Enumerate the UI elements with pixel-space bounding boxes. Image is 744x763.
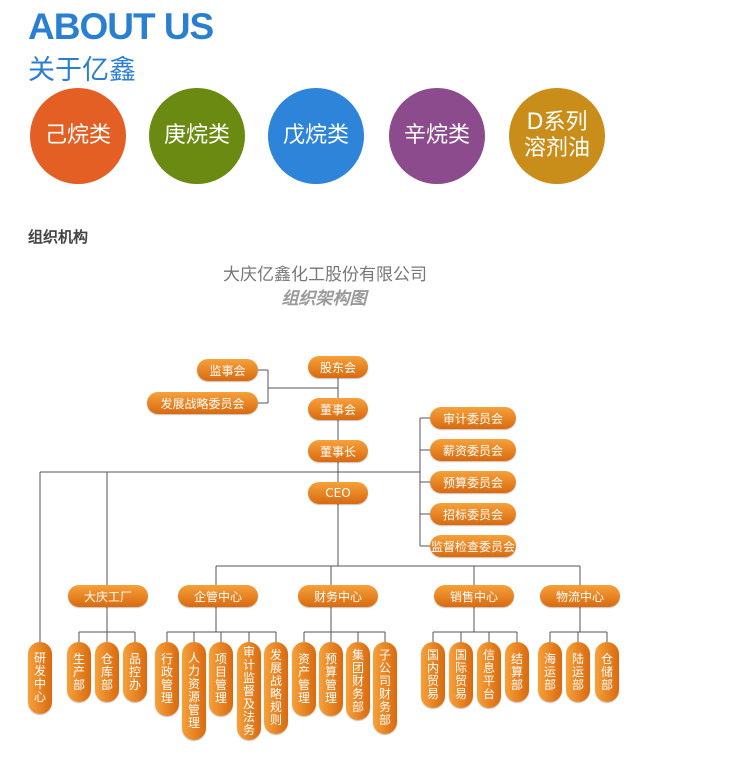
about-us-title: ABOUT US	[28, 6, 214, 47]
section-title: 组织机构	[28, 228, 89, 246]
unit-label: 仓库部	[100, 651, 113, 692]
node-dept-management-center: 企管中心	[178, 585, 258, 607]
unit-label: 行政管理	[160, 652, 173, 705]
node-unit-asset-management: 资产管理	[292, 642, 316, 716]
node-unit-info-platform: 信息平台	[477, 642, 501, 708]
node-rd-center-label: 研发中心	[33, 651, 46, 704]
node-dept-sales-center: 销售中心	[434, 585, 514, 607]
unit-label: 人力资源管理	[187, 651, 200, 730]
unit-label: 信息平台	[482, 648, 495, 701]
node-chairman: 董事长	[308, 440, 368, 462]
node-unit-budget-management: 预算管理	[319, 642, 343, 716]
unit-label: 海运部	[543, 651, 556, 692]
org-chart-title: 组织架构图	[281, 289, 367, 309]
node-dept-daqing-factory: 大庆工厂	[68, 585, 148, 607]
node-rd-center: 研发中心	[28, 642, 52, 714]
node-unit-group-finance: 集团财务部	[346, 642, 370, 720]
unit-label: 仓储部	[600, 651, 613, 692]
category-label: 己烷类	[44, 123, 111, 148]
node-shareholders: 股东会	[308, 356, 368, 378]
node-unit-quality-control: 品控办	[123, 642, 147, 702]
category-heptane[interactable]: 庚烷类	[149, 88, 245, 184]
node-unit-domestic-trade: 国内贸易	[421, 642, 445, 708]
node-unit-project-management: 项目管理	[209, 642, 233, 716]
category-label-line1: D系列	[526, 110, 588, 135]
node-unit-administration: 行政管理	[155, 642, 179, 716]
unit-label: 项目管理	[214, 652, 227, 705]
node-salary-committee: 薪资委员会	[430, 439, 516, 461]
node-unit-shipping: 海运部	[538, 642, 562, 702]
node-unit-production: 生产部	[67, 642, 91, 702]
node-budget-committee: 预算委员会	[430, 471, 516, 493]
unit-label: 陆运部	[571, 651, 584, 692]
node-board: 董事会	[308, 398, 368, 420]
node-unit-audit-legal: 审计监督及法务	[237, 642, 261, 740]
unit-label: 资产管理	[297, 652, 310, 705]
node-inspection-committee: 监督检查委员会	[430, 535, 516, 557]
node-dept-logistics-center: 物流中心	[540, 585, 620, 607]
node-unit-land-transport: 陆运部	[566, 642, 590, 702]
unit-label: 国内贸易	[426, 648, 439, 701]
category-label: 戊烷类	[282, 123, 349, 148]
unit-label: 国际贸易	[454, 648, 467, 701]
node-unit-human-resources: 人力资源管理	[182, 642, 206, 740]
node-ceo: CEO	[308, 482, 368, 504]
category-pentane[interactable]: 戊烷类	[268, 88, 364, 184]
category-label-line2: 溶剂油	[523, 136, 590, 161]
node-strategy-committee: 发展战略委员会	[147, 392, 258, 414]
unit-label: 子公司财务部	[378, 648, 391, 727]
node-dept-finance-center: 财务中心	[298, 585, 378, 607]
node-audit-committee: 审计委员会	[430, 407, 516, 429]
category-label: 辛烷类	[403, 123, 470, 148]
category-hexane[interactable]: 己烷类	[30, 88, 126, 184]
unit-label: 预算管理	[324, 652, 337, 705]
company-name: 大庆亿鑫化工股份有限公司	[223, 265, 427, 285]
node-supervisory-board: 监事会	[197, 359, 258, 381]
category-d-series-solvent[interactable]: D系列溶剂油	[509, 88, 605, 184]
node-unit-settlement: 结算部	[505, 642, 529, 702]
category-label: 庚烷类	[163, 123, 230, 148]
node-unit-strategy-rules: 发展战略规则	[264, 642, 288, 734]
node-bidding-committee: 招标委员会	[430, 503, 516, 525]
about-us-subtitle: 关于亿鑫	[28, 55, 136, 86]
unit-label: 生产部	[72, 651, 85, 692]
node-unit-subsidiary-finance: 子公司财务部	[373, 642, 397, 734]
unit-label: 品控办	[128, 651, 141, 692]
node-unit-international-trade: 国际贸易	[449, 642, 473, 708]
node-unit-warehouse: 仓库部	[95, 642, 119, 702]
unit-label: 结算部	[510, 651, 523, 692]
category-octane[interactable]: 辛烷类	[389, 88, 485, 184]
unit-label: 发展战略规则	[269, 648, 282, 727]
node-unit-storage: 仓储部	[595, 642, 619, 702]
unit-label: 审计监督及法务	[242, 644, 255, 737]
unit-label: 集团财务部	[351, 647, 364, 714]
